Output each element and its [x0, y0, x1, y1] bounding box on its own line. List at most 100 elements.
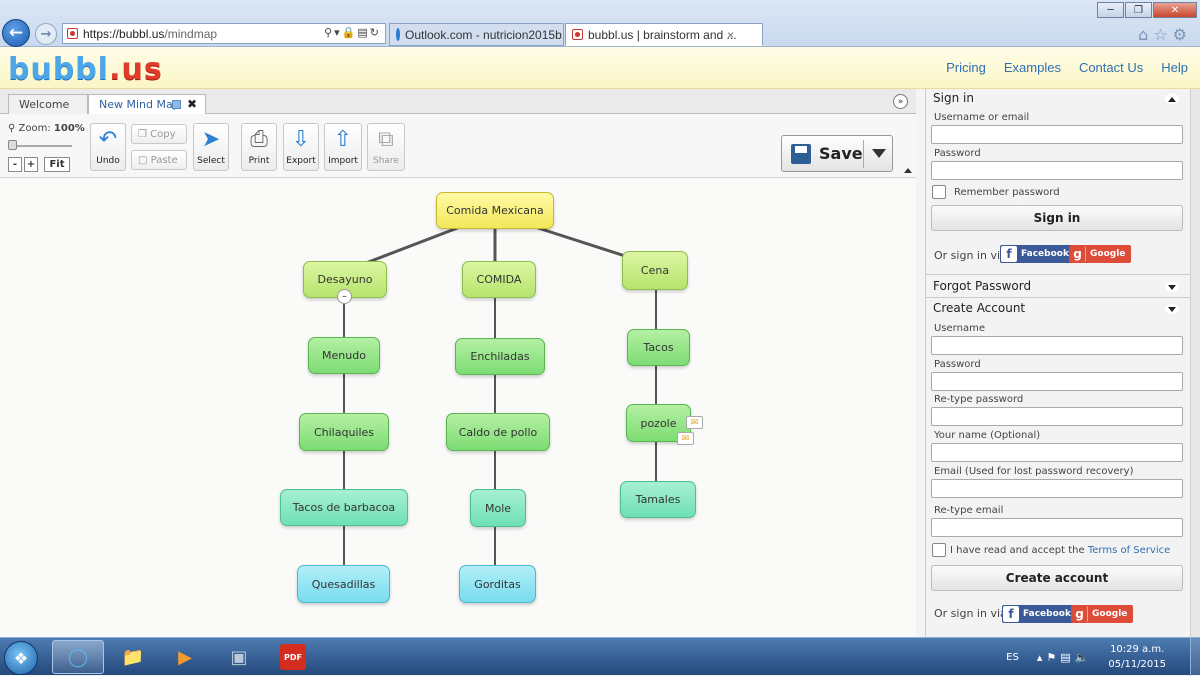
node-root[interactable]: Comida Mexicana — [436, 192, 554, 229]
zoom-in-button[interactable]: + — [24, 157, 38, 172]
save-dropdown-icon[interactable] — [872, 149, 886, 158]
bubbl-logo[interactable]: bubbl.us — [8, 52, 163, 87]
volume-icon[interactable]: 🔈 — [1074, 650, 1093, 664]
print-button[interactable]: ⎙Print — [241, 123, 277, 171]
create-account-title[interactable]: Create Account — [933, 301, 1026, 315]
forgot-password-title[interactable]: Forgot Password — [933, 279, 1032, 293]
clock[interactable]: 10:29 a.m.05/11/2015 — [1108, 644, 1166, 670]
browser-tab-outlook[interactable]: Outlook.com - nutricion2015b... — [389, 23, 564, 46]
browser-tab-bubbl[interactable]: bubbl.us | brainstorm and ... × — [565, 23, 763, 46]
name-input[interactable] — [931, 443, 1183, 462]
search-icon[interactable]: ⚲ — [324, 26, 335, 39]
expand-forgot-icon[interactable] — [1165, 282, 1179, 292]
remember-checkbox[interactable] — [932, 185, 946, 199]
tab-welcome[interactable]: Welcome — [8, 94, 88, 114]
note-icon[interactable]: ✉ — [686, 416, 703, 429]
note-icon[interactable]: ✉ — [677, 432, 694, 445]
signin-password-input[interactable] — [931, 161, 1183, 180]
star-icon[interactable]: ☆ — [1153, 25, 1173, 44]
mindmap-canvas[interactable]: Comida Mexicana Desayuno COMIDA Cena – M… — [0, 179, 916, 637]
copy-button[interactable]: ❐ Copy — [131, 124, 187, 144]
fit-button[interactable]: Fit — [44, 157, 70, 172]
refresh-icon[interactable]: ↻ — [369, 26, 381, 39]
taskbar-pdf[interactable]: PDF — [270, 640, 316, 674]
create-password-input[interactable] — [931, 372, 1183, 391]
terms-link[interactable]: Terms of Service — [1087, 545, 1171, 556]
nav-help[interactable]: Help — [1161, 60, 1188, 75]
language-indicator[interactable]: ES — [1006, 651, 1019, 663]
network-icon[interactable]: ▤ — [1060, 650, 1075, 664]
close-window-button[interactable]: ✕ — [1153, 2, 1197, 18]
node-quesadillas[interactable]: Quesadillas — [297, 565, 390, 603]
forward-button[interactable]: → — [35, 23, 57, 45]
chevron-down-icon[interactable]: ▾ — [334, 26, 342, 39]
compat-icon[interactable]: ▤ — [357, 26, 370, 39]
address-bar-icons[interactable]: ⚲▾🔒▤↻ — [324, 26, 381, 39]
node-comida[interactable]: COMIDA — [462, 261, 536, 298]
collapse-node-button[interactable]: – — [337, 289, 352, 304]
close-icon[interactable]: ✖ — [186, 97, 197, 111]
zoom-out-button[interactable]: - — [8, 157, 22, 172]
zoom-slider-knob[interactable] — [8, 140, 17, 150]
scroll-up-icon[interactable] — [904, 168, 912, 173]
minimize-button[interactable]: ─ — [1097, 2, 1124, 18]
start-button[interactable]: ❖ — [4, 641, 38, 675]
node-tacos-de-barbacoa[interactable]: Tacos de barbacoa — [280, 489, 408, 526]
node-cena[interactable]: Cena — [622, 251, 688, 290]
taskbar-ie[interactable]: ◯ — [52, 640, 104, 674]
tab-new-mind-map[interactable]: New Mind Map ✖ — [88, 94, 206, 114]
back-button[interactable]: ← — [2, 19, 30, 47]
node-chilaquiles[interactable]: Chilaquiles — [299, 413, 389, 451]
zoom-slider[interactable] — [8, 139, 72, 151]
export-button[interactable]: ⇩Export — [283, 123, 319, 171]
nav-examples[interactable]: Examples — [1003, 60, 1061, 75]
node-caldo-de-pollo[interactable]: Caldo de pollo — [446, 413, 550, 451]
retype-email-input[interactable] — [931, 518, 1183, 537]
close-tab-icon[interactable]: × — [726, 27, 734, 42]
taskbar-explorer[interactable]: 📁 — [110, 640, 156, 674]
undo-button[interactable]: ↶Undo — [90, 123, 126, 171]
node-mole[interactable]: Mole — [470, 489, 526, 527]
select-button[interactable]: ➤Select — [193, 123, 229, 171]
expand-icon[interactable] — [172, 100, 181, 109]
maximize-button[interactable]: ❐ — [1125, 2, 1152, 18]
create-username-input[interactable] — [931, 336, 1183, 355]
taskbar-media-player[interactable]: ▶ — [162, 640, 208, 674]
expand-create-icon[interactable] — [1165, 304, 1179, 314]
show-desktop-button[interactable] — [1190, 638, 1200, 676]
lock-icon[interactable]: 🔒 — [341, 26, 358, 39]
node-tacos[interactable]: Tacos — [627, 329, 690, 366]
node-menudo[interactable]: Menudo — [308, 337, 380, 374]
collapse-signin-icon[interactable] — [1165, 94, 1179, 104]
home-icon[interactable]: ⌂ — [1138, 25, 1154, 44]
terms-checkbox[interactable] — [932, 543, 946, 557]
nav-contact[interactable]: Contact Us — [1078, 60, 1144, 75]
taskbar-window-app[interactable]: ▣ — [216, 640, 262, 674]
node-gorditas[interactable]: Gorditas — [459, 565, 536, 603]
save-button[interactable]: Save — [781, 135, 893, 172]
email-input[interactable] — [931, 479, 1183, 498]
tray-arrow-icon[interactable]: ▴ — [1036, 650, 1047, 664]
address-bar[interactable]: https://bubbl.us/mindmap ⚲▾🔒▤↻ — [62, 23, 386, 44]
collapse-toolbar-button[interactable]: » — [893, 94, 908, 109]
flag-icon[interactable]: ⚑ — [1046, 650, 1061, 664]
node-enchiladas[interactable]: Enchiladas — [455, 338, 545, 375]
signin-username-input[interactable] — [931, 125, 1183, 144]
signin-button[interactable]: Sign in — [931, 205, 1183, 231]
password-label: Password — [934, 148, 981, 159]
paste-button[interactable]: □ Paste — [131, 150, 187, 170]
create-account-button[interactable]: Create account — [931, 565, 1183, 591]
nav-pricing[interactable]: Pricing — [946, 60, 986, 75]
share-button[interactable]: ⧉Share — [367, 123, 405, 171]
account-side-panel: Sign in Username or email Password Remem… — [925, 89, 1190, 637]
node-tamales[interactable]: Tamales — [620, 481, 696, 518]
gear-icon[interactable]: ⚙ — [1172, 25, 1192, 44]
import-button[interactable]: ⇧Import — [324, 123, 362, 171]
arrow-right-icon: → — [40, 26, 52, 42]
retype-password-input[interactable] — [931, 407, 1183, 426]
side-panel-scrollbar[interactable] — [1190, 89, 1200, 637]
